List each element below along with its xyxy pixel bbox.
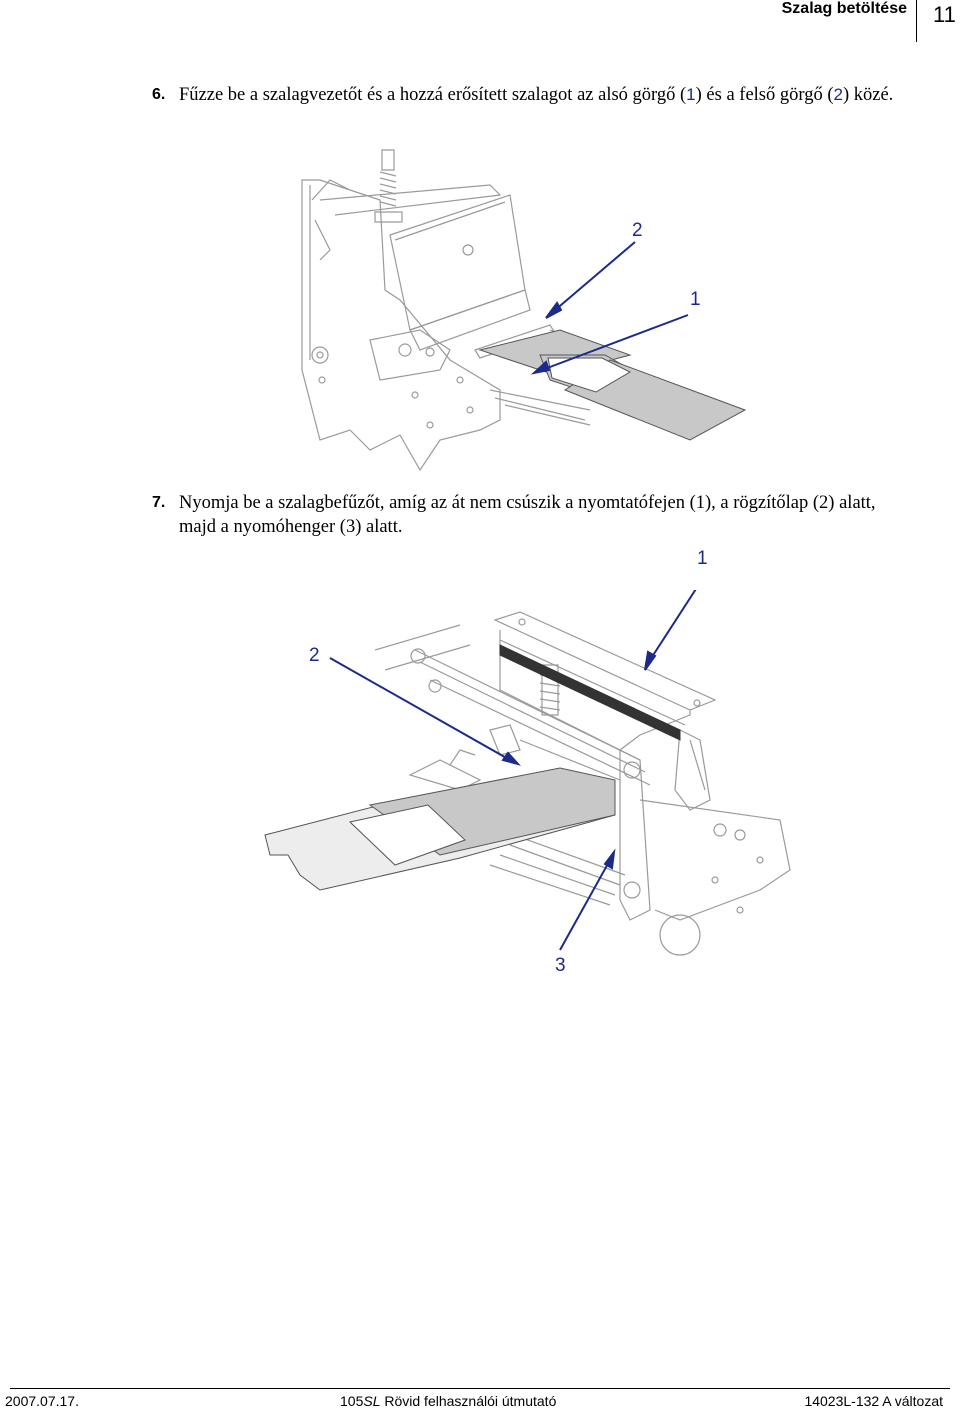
callout-label: 3: [555, 955, 566, 976]
footer-divider: [10, 1388, 950, 1389]
footer-date: 2007.07.17.: [5, 1393, 79, 1409]
step-text: Nyomja be a szalagbefűzőt, amíg az át ne…: [179, 493, 876, 537]
step-number: 7.: [152, 494, 166, 511]
ribbon-threading-illustration: [301, 149, 747, 472]
step-number: 6.: [152, 86, 166, 103]
callout-label: 2: [309, 645, 320, 666]
printhead-threading-illustration: [264, 590, 791, 956]
page-number: 11: [933, 2, 956, 27]
section-title: Szalag betöltése: [781, 0, 907, 17]
step-7: 7. Nyomja be a szalagbefűzőt, amíg az át…: [152, 491, 912, 539]
callout-label: 2: [632, 220, 643, 241]
callout-label: 1: [690, 289, 701, 310]
step-6: 6. Fűzze be a szalagvezetőt és a hozzá e…: [152, 83, 912, 107]
callout-ref-1: 1: [686, 85, 696, 104]
footer-doc-id: 14023L-132 A változat: [804, 1393, 943, 1409]
footer-guide-title: 105SL Rövid felhasználói útmutató: [340, 1393, 557, 1409]
step-text: Fűzze be a szalagvezetőt és a hozzá erős…: [179, 85, 894, 105]
callout-label: 1: [697, 548, 708, 569]
header-divider: [916, 0, 917, 42]
callout-ref-2: 2: [833, 85, 843, 104]
